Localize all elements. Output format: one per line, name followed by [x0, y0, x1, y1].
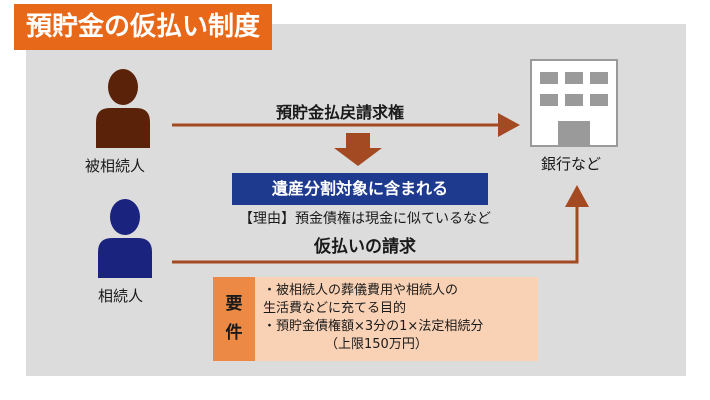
reason-text: 【理由】預金債権は現金に似ているなど	[239, 211, 491, 227]
estate-division-box: 遺産分割対象に含まれる	[232, 173, 488, 205]
heir-label: 相続人	[98, 287, 144, 305]
page-title: 預貯金の仮払い制度	[14, 4, 273, 50]
claim-arrow-head	[498, 113, 520, 137]
claim-right-label: 預貯金払戻請求権	[276, 103, 405, 122]
requirements-tag-line2: 件	[225, 323, 243, 343]
person-icon	[98, 199, 152, 278]
provisional-payment-request-label: 仮払いの請求	[314, 237, 416, 257]
requirements-box: 要 件 ・被相続人の葬儀費用や相続人の 生活費などに充てる目的 ・預貯金債権額×…	[213, 277, 538, 361]
heir-figure	[94, 198, 156, 278]
request-arrow-line	[172, 205, 579, 264]
bank-figure	[530, 59, 618, 147]
bank-label: 銀行など	[541, 155, 602, 173]
requirement-line: 生活費などに充てる目的	[263, 301, 407, 316]
requirement-line: （上限150万円）	[325, 337, 428, 352]
requirement-line: ・被相続人の葬儀費用や相続人の	[263, 283, 459, 298]
requirement-line: ・預貯金債権額×3分の1×法定相続分	[263, 319, 484, 334]
deceased-label: 被相続人	[85, 157, 146, 175]
requirements-text: ・被相続人の葬儀費用や相続人の 生活費などに充てる目的 ・預貯金債権額×3分の1…	[263, 282, 533, 354]
building-icon	[530, 59, 618, 147]
request-arrow-head	[565, 185, 589, 207]
requirements-tag: 要 件	[213, 277, 255, 361]
deceased-figure	[92, 68, 154, 148]
requirements-tag-line1: 要	[225, 294, 243, 315]
down-arrow	[334, 133, 382, 166]
person-icon	[96, 69, 150, 148]
